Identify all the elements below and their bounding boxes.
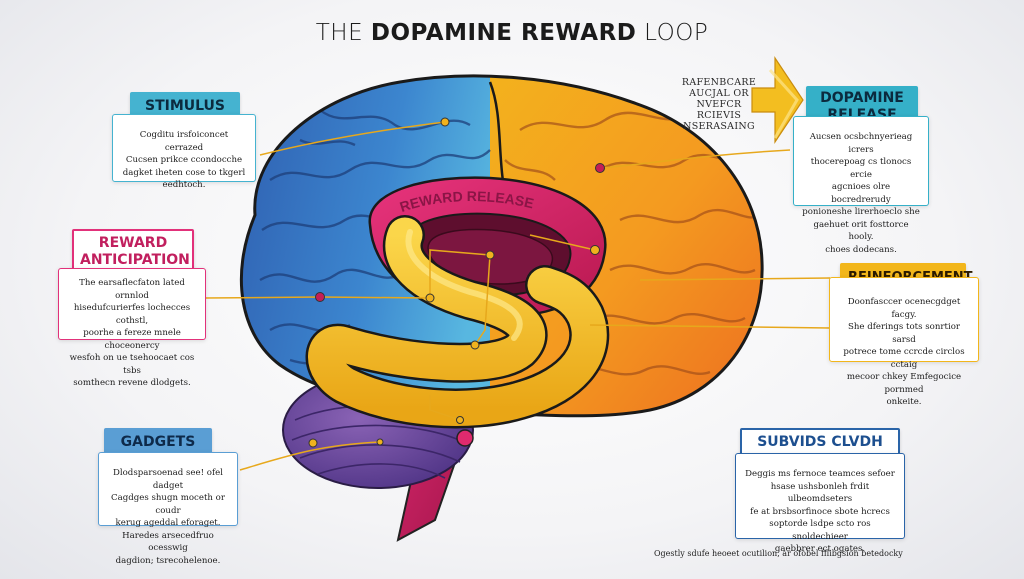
connection-nodes <box>308 117 605 448</box>
arrow-note: RAFENBCARE AUCJAL OR NVEFCR RCIEVIS NSER… <box>681 77 757 132</box>
dopamine-arrow <box>751 56 804 144</box>
reward-anticipation-card: The earsaflecfaton lated ornnlod hiseduf… <box>58 268 206 388</box>
reinforcement-card: Doonfasccer ocenecgdget facgy. She dferi… <box>829 277 979 407</box>
dopamine-release-card: Aucsen ocsbchnyerieag icrers thocerepoag… <box>793 116 929 255</box>
subvids-label: SUBVIDS CLVDH <box>740 428 900 457</box>
gadgets-card: Dlodsparsoenad see! ofel dadget Cagdges … <box>98 452 238 566</box>
reward-anticipation-label: REWARD ANTICIPATION <box>72 229 194 275</box>
stimulus-card: Cogditu irsfoiconcet cerrazed Cucsen pri… <box>112 114 256 190</box>
brain-outline <box>239 74 764 418</box>
footer-caption: Ogestly sdufe heoeet ocutilion, ar ofobe… <box>654 549 903 558</box>
page-title: THE DOPAMINE REWARD LOOP <box>315 20 709 46</box>
subvids-card: Deggis ms fernoce teamces sefoer hsase u… <box>735 453 905 554</box>
